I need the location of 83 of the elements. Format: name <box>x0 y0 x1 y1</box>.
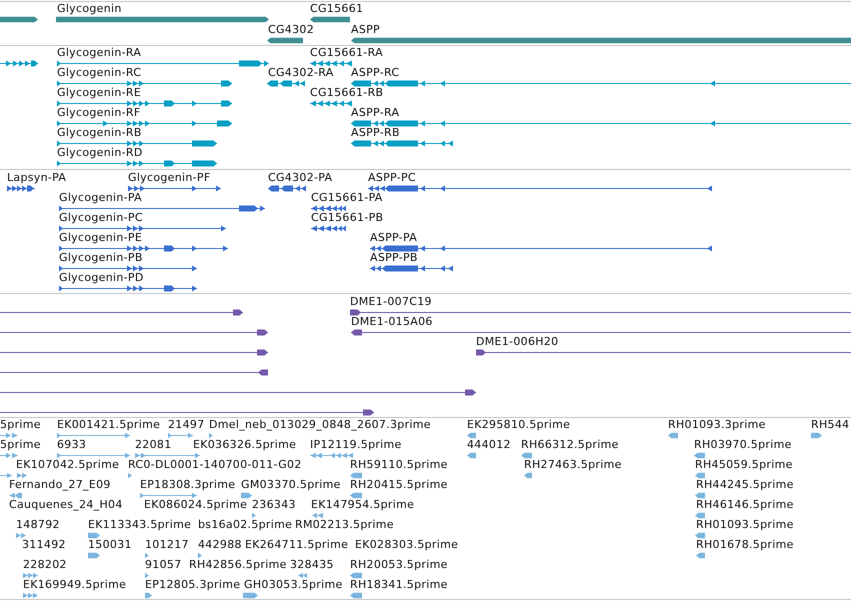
feature-label: Dmel_neb_013029_0848_2607.3prime <box>209 418 431 430</box>
feature-label: EK086024.5prime <box>144 498 248 510</box>
feature-label: GH03053.5prime <box>244 578 343 590</box>
feature-label: Fernando_27_E09 <box>9 478 111 490</box>
feature-label: Glycogenin-PB <box>59 250 143 264</box>
feature-label: RH27463.5prime <box>524 458 622 470</box>
feature-label: RH45059.5prime <box>695 458 793 470</box>
feature-label: EP18308.3prime <box>140 478 236 490</box>
feature-label: Glycogenin-RF <box>57 106 140 118</box>
feature-label: CG15661 <box>310 2 364 15</box>
feature-label: ASPP-PB <box>370 250 418 264</box>
feature-label: ASPP-PA <box>370 230 418 244</box>
feature-label: RH20053.5prime <box>350 558 448 570</box>
feature-label: Glycogenin-PA <box>59 190 142 204</box>
feature-label: CG4302-RA <box>268 66 334 78</box>
feature-label: 328435 <box>290 558 334 570</box>
feature-label: CG15661-PB <box>311 210 384 224</box>
feature-label: EK036326.5prime <box>193 438 296 450</box>
feature-label: EK113343.5prime <box>88 518 192 530</box>
feature-label: RH46146.5prime <box>696 498 794 510</box>
feature-label: ASPP-RC <box>351 66 400 78</box>
feature-label: Cauquenes_24_H04 <box>9 498 123 510</box>
feature-label: Glycogenin-PD <box>59 270 144 284</box>
feature-label: 236343 <box>252 498 296 510</box>
feature-label: RH01093.5prime <box>696 518 794 530</box>
feature-label: 21497 <box>168 418 204 430</box>
feature-label: 150031 <box>88 538 132 550</box>
feature-label: bs16a02.5prime <box>198 518 292 530</box>
feature-label: RM02213.5prime <box>295 518 394 530</box>
feature-label: RH44245.5prime <box>696 478 794 490</box>
feature-label: Glycogenin-PF <box>128 170 210 184</box>
feature-label: Glycogenin <box>57 2 122 15</box>
feature-label: 148792 <box>16 518 60 530</box>
feature-label: Glycogenin-PE <box>59 230 142 244</box>
feature-label: Glycogenin-RD <box>57 146 143 158</box>
feature-label: 91057 <box>145 558 182 570</box>
feature-label: EK028303.5prime <box>355 538 458 550</box>
feature-label: RH42856.5prime <box>189 558 287 570</box>
feature-label: RH03970.5prime <box>694 438 792 450</box>
feature-label: RH01678.5prime <box>696 538 794 550</box>
feature-label: DME1-015A06 <box>351 314 433 328</box>
feature-label: 101217 <box>145 538 189 550</box>
feature-label: Glycogenin-PC <box>59 210 143 224</box>
feature-label: DME1-006H20 <box>476 334 558 348</box>
feature-label: EK001421.5prime <box>57 418 160 430</box>
feature-label: RC0-DL0001-140700-011-G02 <box>128 458 302 470</box>
feature-label: Glycogenin-RA <box>57 46 142 58</box>
feature-label: GM03370.5prime <box>241 478 341 490</box>
feature-label: CG15661-RA <box>310 46 383 58</box>
feature-label: 6933 <box>57 438 86 450</box>
feature-label: RH18341.5prime <box>350 578 448 590</box>
feature-label: ASPP-PC <box>368 170 416 184</box>
feature-label: EK169949.5prime <box>23 578 126 590</box>
feature-label: Glycogenin-RC <box>57 66 142 78</box>
feature-label: DME1-007C19 <box>350 294 432 308</box>
feature-label: ASPP-RA <box>351 106 400 118</box>
feature-label: 22081 <box>135 438 172 450</box>
feature-label: 5prime <box>0 418 41 430</box>
feature-label: ASPP <box>351 22 380 36</box>
feature-label: EK107042.5prime <box>16 458 120 470</box>
feature-label: RH544 <box>811 418 850 430</box>
feature-label: Glycogenin-RB <box>57 126 142 138</box>
feature-label: RH01093.3prime <box>668 418 766 430</box>
feature-label: Glycogenin-RE <box>57 86 142 98</box>
feature-label: Lapsyn-PA <box>7 170 66 184</box>
feature-label: CG15661-RB <box>310 86 384 98</box>
feature-label: IP12119.5prime <box>310 438 402 450</box>
feature-label: 444012 <box>467 438 511 450</box>
feature-label: EP12805.3prime <box>145 578 240 590</box>
feature-label: EK264711.5prime <box>245 538 348 550</box>
feature-label: CG4302 <box>268 22 314 36</box>
feature-label: RH66312.5prime <box>521 438 619 450</box>
feature-label: RH59110.5prime <box>350 458 448 470</box>
feature-label: 5prime <box>0 438 41 450</box>
feature-label: CG15661-PA <box>311 190 383 204</box>
feature-label: 311492 <box>22 538 66 550</box>
feature-label: 442988 <box>198 538 242 550</box>
feature-label: EK147954.5prime <box>311 498 414 510</box>
feature-label: EK295810.5prime <box>467 418 570 430</box>
feature-label: CG4302-PA <box>268 170 332 184</box>
feature-label: ASPP-RB <box>351 126 400 138</box>
feature-label: RH20415.5prime <box>350 478 448 490</box>
feature-label: 228202 <box>23 558 67 570</box>
